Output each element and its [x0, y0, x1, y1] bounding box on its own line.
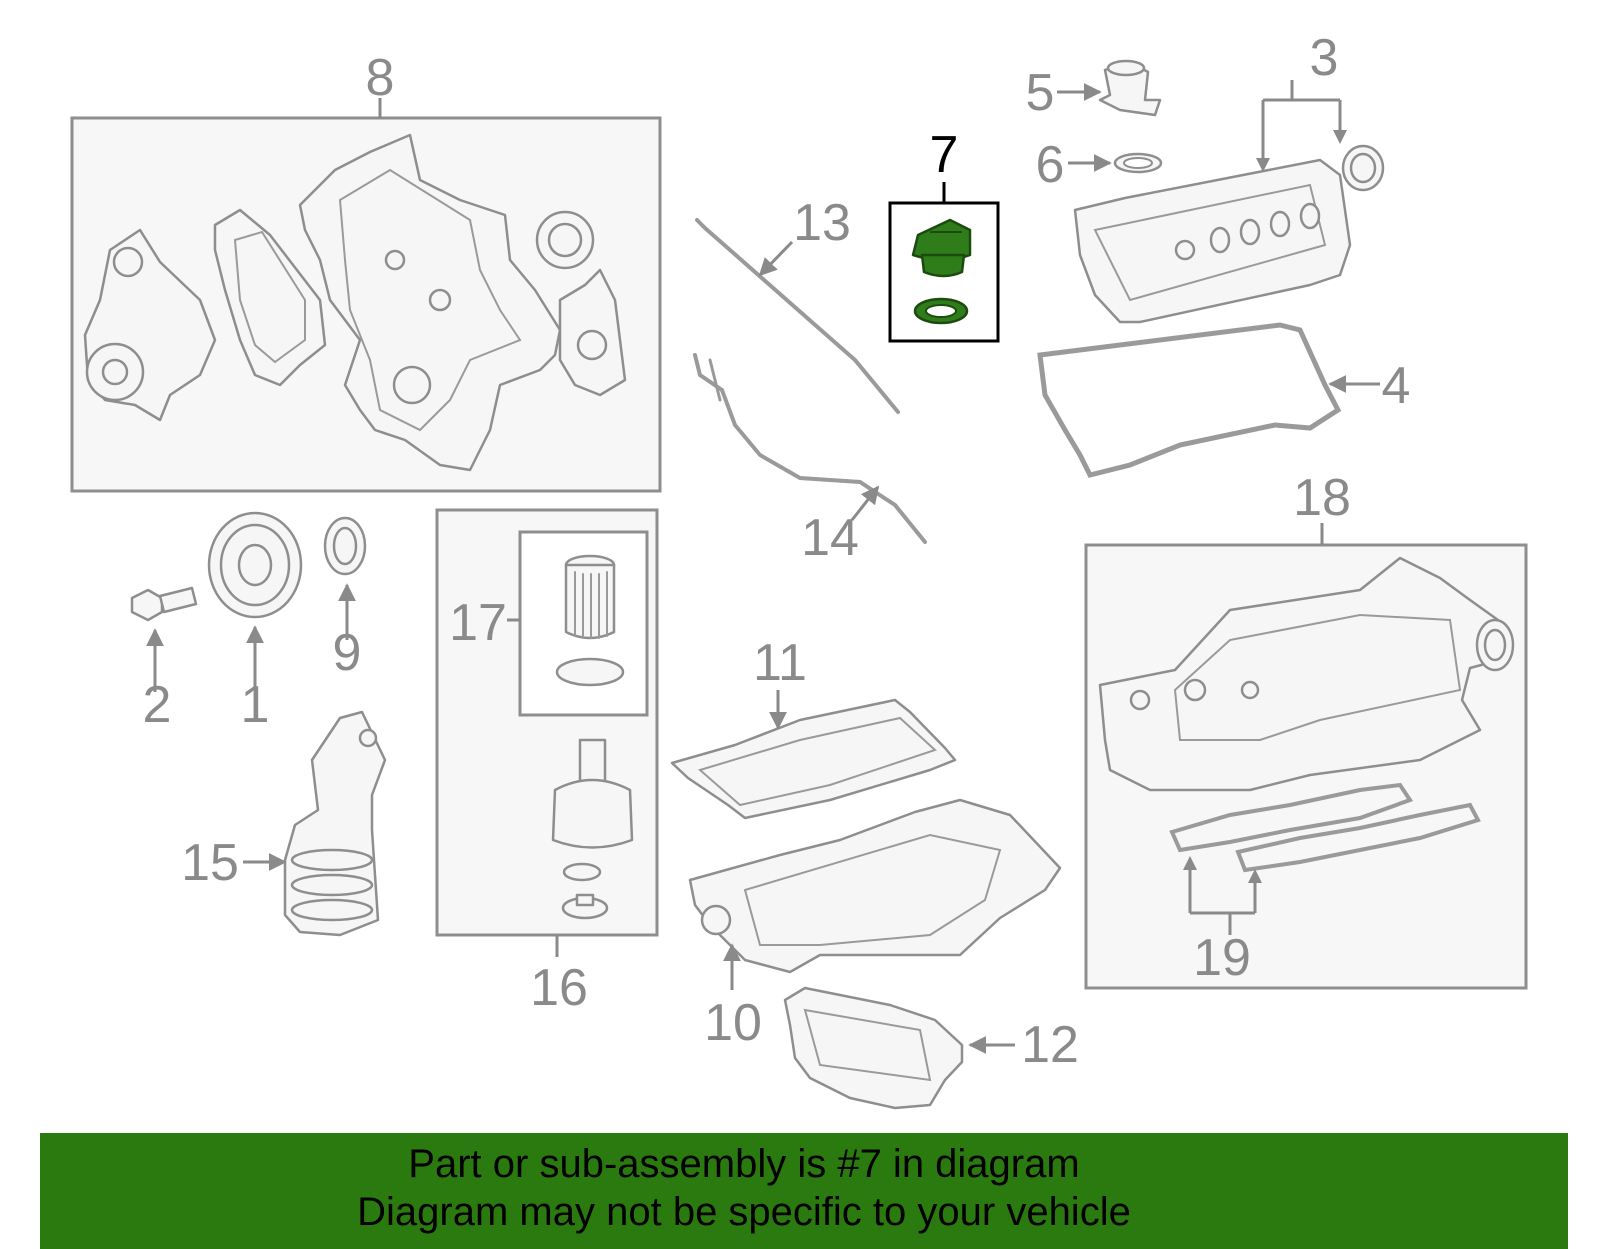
callout-11: 11: [753, 634, 807, 692]
callout-12: 12: [1021, 1016, 1079, 1074]
callout-16: 16: [530, 959, 588, 1017]
callout-2: 2: [143, 676, 172, 734]
water-outlet-gasket-illustration[interactable]: [1068, 152, 1163, 174]
callout-7: 7: [930, 126, 959, 184]
callout-4: 4: [1382, 357, 1411, 415]
oil-pan-upper-illustration[interactable]: [688, 798, 1062, 990]
valve-cover-illustration[interactable]: [1073, 80, 1385, 324]
parts-diagram: 8 1 2 9 15 17 16 13 14 7 5 6 3 4 11 10 1…: [70, 29, 1528, 1110]
valve-cover-gasket-illustration[interactable]: [1037, 322, 1380, 478]
water-outlet-illustration[interactable]: [1057, 59, 1162, 117]
oil-filter-element-illustration: [555, 554, 625, 687]
timing-gasket-illustration: [213, 208, 327, 387]
part-group-16[interactable]: [435, 508, 659, 957]
callout-8: 8: [366, 49, 395, 107]
callout-13: 13: [793, 194, 851, 252]
callout-19: 19: [1193, 929, 1251, 987]
oil-filter-bracket-illustration[interactable]: [243, 710, 387, 937]
callout-15: 15: [181, 834, 239, 892]
dipstick-illustration[interactable]: [695, 218, 900, 414]
oil-filler-cap-gasket-illustration: [913, 297, 969, 325]
callout-18: 18: [1293, 469, 1351, 527]
callout-17: 17: [449, 594, 507, 652]
intake-gaskets-illustration: [1169, 782, 1481, 873]
callout-1: 1: [241, 676, 270, 734]
front-seal-illustration[interactable]: [323, 516, 367, 640]
crank-pulley-illustration[interactable]: [207, 511, 303, 690]
intake-manifold-illustration: [1098, 556, 1515, 792]
callout-5: 5: [1026, 64, 1055, 122]
oil-pan-lower-illustration[interactable]: [783, 986, 1015, 1110]
oil-seal-illustration: [535, 210, 595, 270]
part-group-18[interactable]: [1084, 523, 1528, 990]
callout-3: 3: [1310, 29, 1339, 87]
part-group-8[interactable]: [70, 98, 662, 493]
oil-filler-cap-illustration: [911, 218, 972, 278]
part-7-highlight-box[interactable]: [888, 182, 1000, 343]
oil-filter-housing-illustration: [551, 738, 634, 920]
footer-part-note: Part or sub-assembly is #7 in diagram: [408, 1142, 1080, 1186]
oil-baffle-illustration[interactable]: [670, 690, 957, 820]
water-pump-illustration: [83, 228, 217, 422]
footer-disclaimer: Diagram may not be specific to your vehi…: [357, 1190, 1131, 1234]
callout-9: 9: [333, 624, 362, 682]
pulley-bolt-illustration[interactable]: [130, 586, 198, 692]
callout-6: 6: [1036, 136, 1065, 194]
timing-cover-illustration: [298, 133, 627, 472]
callout-10: 10: [704, 994, 762, 1052]
dipstick-tube-illustration[interactable]: [693, 353, 927, 544]
callout-14: 14: [801, 509, 859, 567]
footer-banner: Part or sub-assembly is #7 in diagram Di…: [40, 1133, 1568, 1249]
